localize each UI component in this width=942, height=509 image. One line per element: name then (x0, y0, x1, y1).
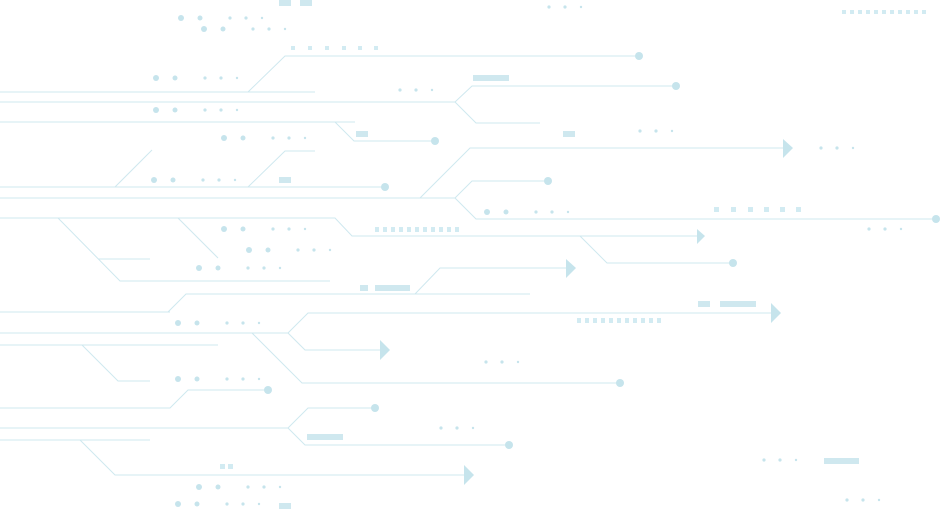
circuit-nodes (264, 52, 940, 449)
circuit-arrows (380, 139, 793, 485)
circuit-traces (0, 55, 936, 476)
dot-rows (151, 5, 903, 507)
square-strips (220, 0, 926, 509)
